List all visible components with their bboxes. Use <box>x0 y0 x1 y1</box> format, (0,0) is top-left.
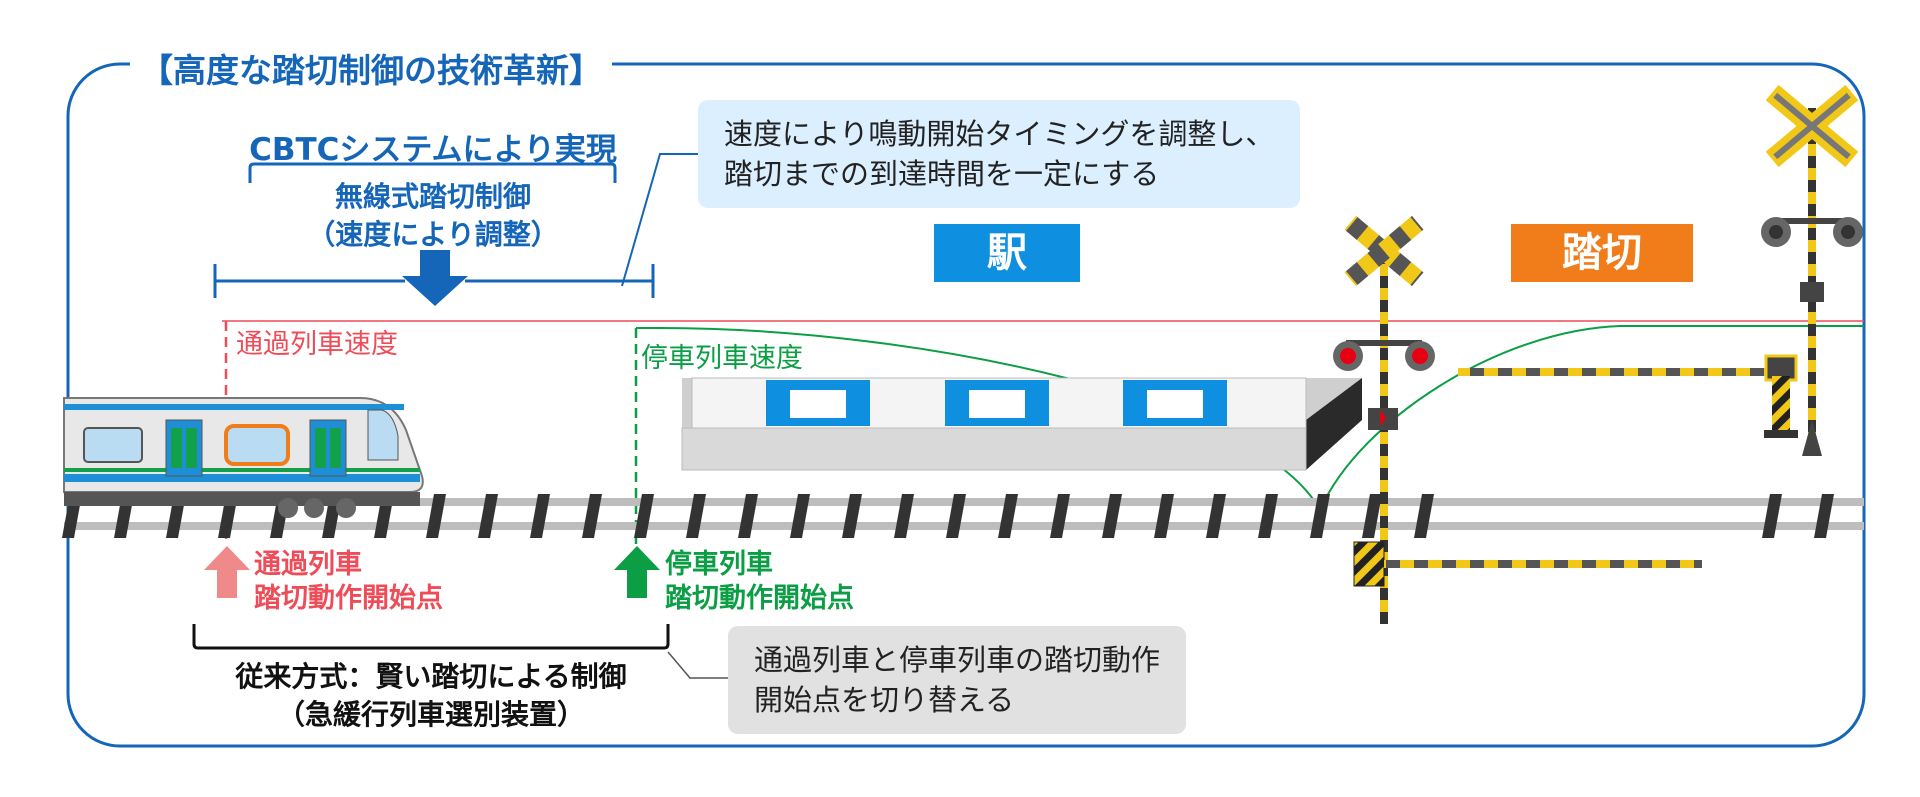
conventional-line-2: （急緩行列車選別装置） <box>276 698 585 731</box>
passing-start-point-label: 通過列車 踏切動作開始点 <box>254 548 443 616</box>
railway-track <box>62 494 1864 538</box>
diagram-title: 【高度な踏切制御の技術革新】 <box>130 44 612 92</box>
cbtc-line-2: （速度により調整） <box>307 218 559 251</box>
conventional-line-1: 従来方式：賢い踏切による制御 <box>235 660 627 693</box>
callout-bottom-line-1: 通過列車と停車列車の踏切動作 <box>754 643 1161 677</box>
station-platform <box>681 377 1362 471</box>
callout-speed-timing: 速度により鳴動開始タイミングを調整し、 踏切までの到達時間を一定にする <box>698 100 1301 208</box>
bottom-callout-leader <box>667 651 728 679</box>
callout-top-line-1: 速度により鳴動開始タイミングを調整し、 <box>724 117 1275 151</box>
crossing-approach-curve <box>1319 325 1864 511</box>
cbtc-description: 無線式踏切制御 （速度により調整） <box>240 178 626 254</box>
stopping-start-line-2: 踏切動作開始点 <box>665 583 854 614</box>
passing-start-line-1: 通過列車 <box>254 549 362 580</box>
cbtc-range-line <box>213 264 655 298</box>
station-tag: 駅 <box>934 224 1080 282</box>
callout-bottom-line-2: 開始点を切り替える <box>754 683 1015 717</box>
stopping-up-arrow-icon <box>614 546 660 598</box>
stopping-start-point-label: 停車列車 踏切動作開始点 <box>665 548 854 616</box>
cbtc-line-1: 無線式踏切制御 <box>334 180 531 213</box>
crossing-tag: 踏切 <box>1511 224 1693 282</box>
crossing-signal-left <box>1333 215 1702 624</box>
down-arrow-icon <box>402 250 468 306</box>
callout-top-line-2: 踏切までの到達時間を一定にする <box>724 157 1160 191</box>
cbtc-heading: CBTCシステムにより実現 <box>249 132 617 168</box>
callout-switch-start-points: 通過列車と停車列車の踏切動作 開始点を切り替える <box>728 626 1187 734</box>
train-image <box>63 397 424 518</box>
passing-start-line-2: 踏切動作開始点 <box>254 583 443 614</box>
stopping-start-line-1: 停車列車 <box>665 549 773 580</box>
crossing-signal-right <box>1458 84 1863 456</box>
cbtc-bracket <box>248 162 617 183</box>
passing-speed-label: 通過列車速度 <box>236 329 398 360</box>
callout-leader <box>621 153 698 287</box>
conventional-bracket <box>192 624 670 650</box>
passing-up-arrow-icon <box>204 546 250 598</box>
conventional-method-label: 従来方式：賢い踏切による制御 （急緩行列車選別装置） <box>180 658 682 734</box>
stopping-speed-label: 停車列車速度 <box>641 343 803 374</box>
